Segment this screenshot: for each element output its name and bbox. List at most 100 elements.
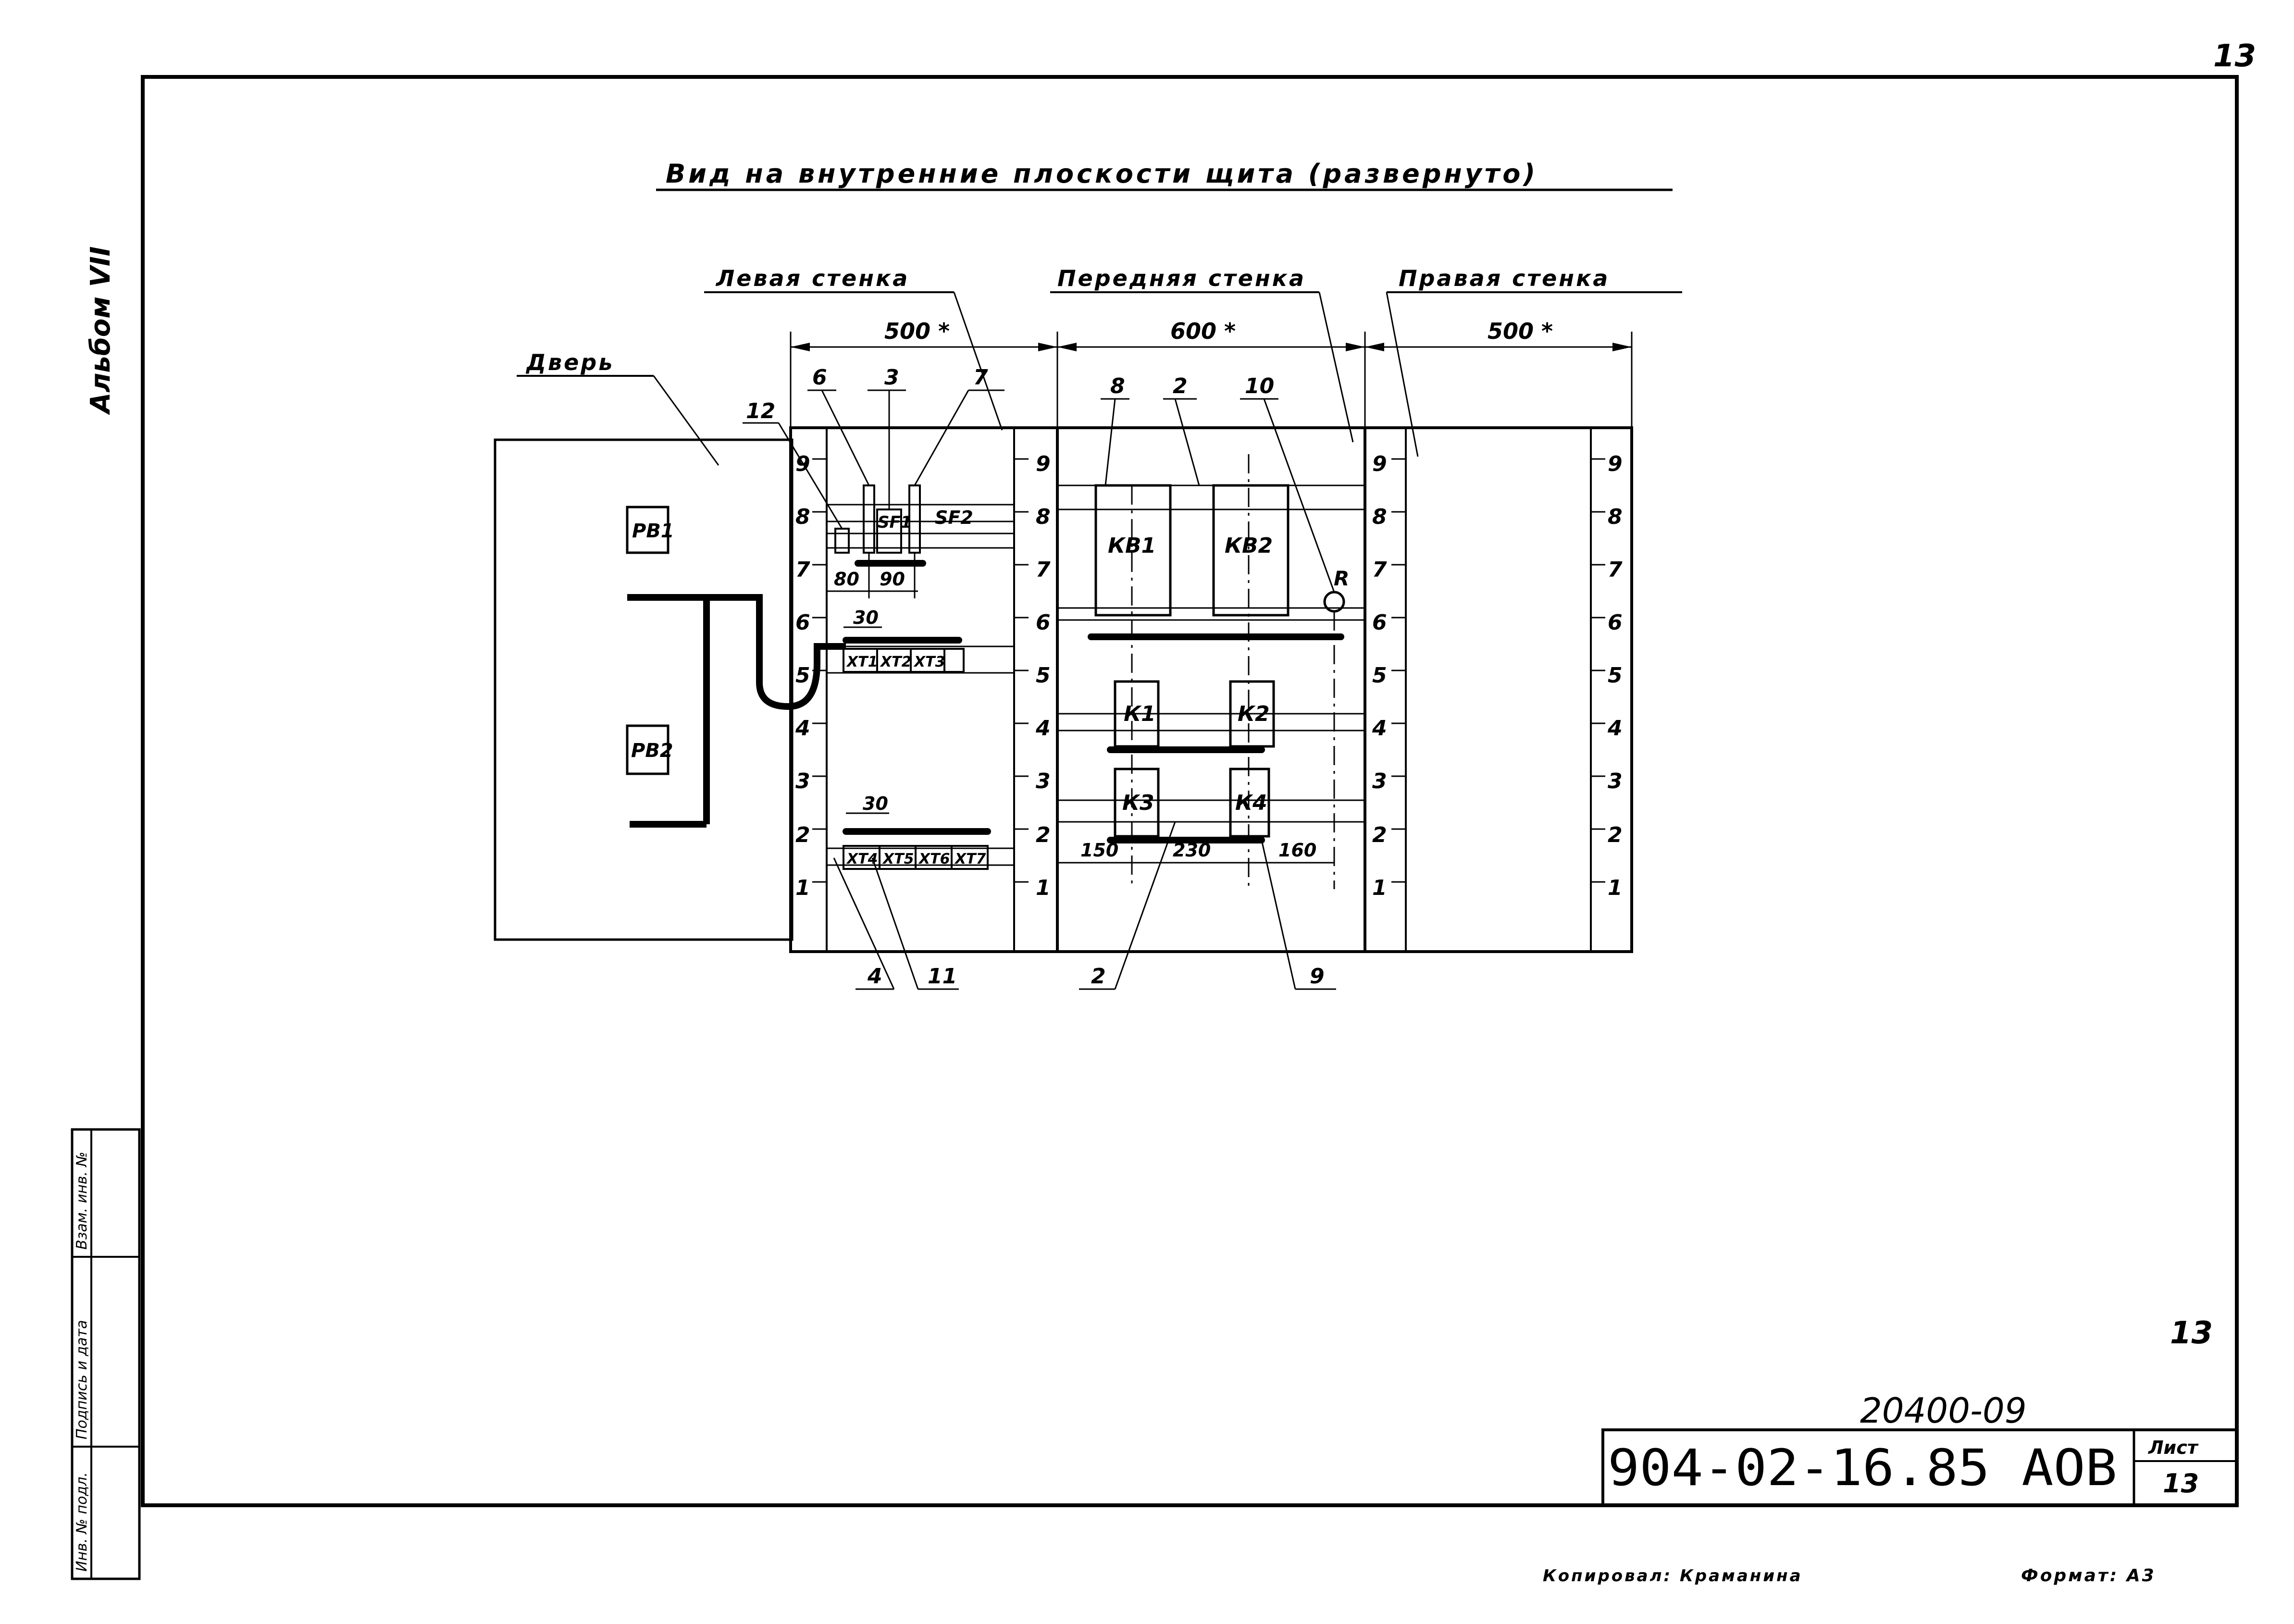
terminal-block-lower: ХТ4 ХТ5 ХТ6 ХТ7	[843, 845, 989, 870]
item-12-device	[834, 528, 850, 554]
terminal-block-upper: ХТ1 ХТ2 ХТ3	[843, 648, 965, 673]
scale-mark: 3	[1372, 769, 1387, 793]
scale-mark: 2	[1372, 823, 1387, 847]
scale-mark: 9	[1036, 452, 1051, 476]
front-wall-leader	[1318, 292, 1354, 443]
dim-30-lower: 30	[863, 793, 888, 814]
rb1-device	[626, 506, 670, 554]
callout-12: 12	[746, 399, 775, 423]
scale-mark: 4	[795, 716, 810, 741]
scale-mark: 3	[795, 769, 810, 793]
dim-150: 150	[1080, 840, 1118, 861]
callout-8: 8	[1110, 374, 1125, 398]
dim-80: 80	[834, 569, 859, 590]
project-number: 20400-09	[1860, 1390, 2027, 1431]
terminal-label: ХТ1	[846, 654, 878, 670]
scale-labels-left-strip: 1 2 3 4 5 6 7 8 9	[795, 452, 810, 900]
scale-mark: 7	[795, 558, 810, 582]
document-designation: 904-02-16.85 АОВ	[1608, 1438, 2117, 1497]
scale-mark: 6	[1372, 610, 1387, 635]
scale-mark: 3	[1608, 769, 1623, 793]
dim-160: 160	[1278, 840, 1316, 861]
callout-leaders	[743, 389, 1336, 990]
sheet-number-top: 13	[2213, 38, 2256, 74]
scale-mark: 5	[795, 663, 810, 688]
scale-strips	[790, 427, 1633, 953]
k3-label: К3	[1122, 791, 1154, 815]
sf2-label: SF2	[935, 507, 973, 528]
right-wall-label: Правая стенка	[1399, 265, 1610, 291]
center-lines	[1131, 454, 1335, 889]
dim-90: 90	[880, 569, 905, 590]
scale-mark: 5	[1372, 663, 1387, 688]
sheet-label: Лист	[2148, 1437, 2199, 1458]
drawing-frame	[141, 75, 2239, 1507]
k1-label: К1	[1124, 702, 1156, 726]
scale-mark: 8	[795, 505, 810, 529]
scale-mark: 2	[795, 823, 810, 847]
left-wall-leader	[953, 292, 1003, 431]
scale-mark: 1	[1036, 876, 1051, 900]
cabinet-outline	[789, 426, 1633, 953]
door-cable	[627, 594, 846, 710]
sheet-value: 13	[2163, 1468, 2199, 1499]
scale-mark: 6	[795, 610, 810, 635]
album-label: Альбом VII	[85, 246, 116, 415]
callout-6: 6	[812, 365, 827, 390]
scale-mark: 7	[1036, 558, 1051, 582]
k2-label: К2	[1238, 702, 1270, 726]
scale-mark: 9	[1372, 452, 1387, 476]
scale-mark: 2	[1608, 823, 1623, 847]
k2-relay	[1229, 680, 1275, 748]
terminal-label: ХТ6	[918, 851, 950, 868]
scale-mark: 1	[795, 876, 810, 900]
scale-mark: 1	[1608, 876, 1623, 900]
k3-relay	[1114, 768, 1160, 838]
scale-mark: 9	[1608, 452, 1623, 476]
terminal-label: ХТ2	[880, 654, 911, 670]
item-6-bracket	[863, 484, 875, 554]
scale-mark: 4	[1035, 716, 1051, 741]
k4-relay	[1229, 768, 1270, 838]
rb1-label: РВ1	[632, 520, 674, 542]
rb2-device	[626, 724, 670, 775]
front-wall-label: Передняя стенка	[1057, 265, 1306, 291]
scale-mark: 5	[1036, 663, 1051, 688]
side-stamp: Инв. № подл. Подпись и дата Взам. инв. №	[71, 1128, 141, 1580]
stamp-sheet-mark: 13	[2170, 1315, 2213, 1351]
terminal-label: ХТ5	[882, 851, 914, 868]
scale-mark: 8	[1036, 505, 1051, 529]
right-wall-leader	[1386, 292, 1419, 457]
side-stamp-col1: Инв. № подл.	[74, 1472, 90, 1572]
terminal-label: ХТ3	[913, 654, 945, 670]
scale-mark: 8	[1372, 505, 1387, 529]
scale-labels-right-strip: 1 2 3 4 5 6 7 8 9	[1607, 452, 1623, 900]
door-label: Дверь	[525, 349, 614, 375]
scale-labels-front-left-strip: 1 2 3 4 5 6 7 8 9	[1035, 452, 1051, 900]
title-block	[1601, 1428, 2238, 1507]
busbars	[843, 560, 1344, 843]
callout-3: 3	[884, 365, 899, 390]
side-stamp-col3: Взам. инв. №	[74, 1152, 90, 1250]
door-leader	[653, 375, 719, 466]
k1-relay	[1114, 680, 1160, 748]
kv1-relay	[1094, 484, 1172, 617]
scale-labels-front-right-strip: 1 2 3 4 5 6 7 8 9	[1372, 452, 1387, 900]
scale-mark: 8	[1608, 505, 1623, 529]
scale-mark: 7	[1372, 558, 1387, 582]
r-label: R	[1334, 567, 1349, 590]
scale-mark: 1	[1372, 876, 1387, 900]
left-wall-label: Левая стенка	[715, 265, 909, 291]
callout-11: 11	[928, 964, 957, 989]
drawing-title: Вид на внутренние плоскости щита (развер…	[666, 159, 1538, 189]
terminal-label: ХТ7	[954, 851, 986, 868]
kv2-relay	[1212, 484, 1290, 617]
scale-mark: 4	[1372, 716, 1387, 741]
dim-30-upper: 30	[853, 607, 879, 628]
dim-230: 230	[1173, 840, 1211, 861]
scale-ticks	[812, 458, 1605, 883]
front-width-dim: 600 *	[1170, 318, 1236, 344]
side-stamp-col2: Подпись и дата	[74, 1320, 90, 1440]
callout-4: 4	[867, 964, 882, 989]
